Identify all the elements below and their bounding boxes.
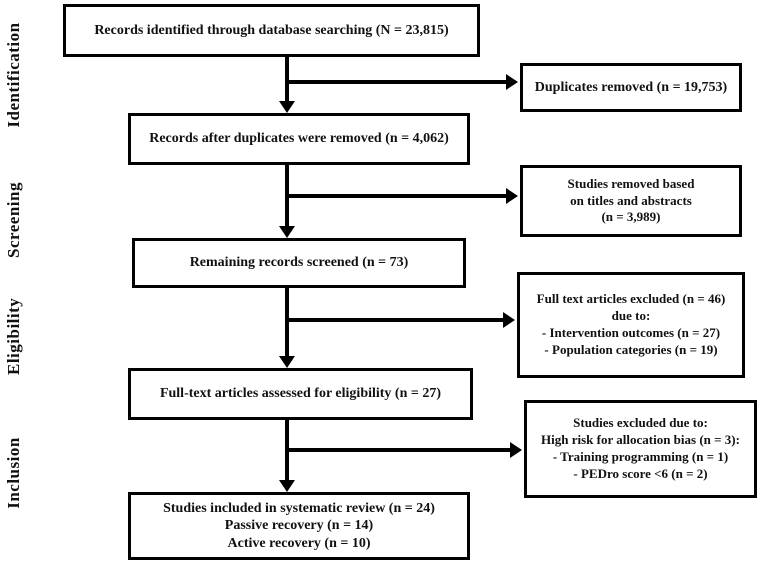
box-fulltext-excluded-line2: due to:: [611, 308, 651, 324]
arrow-line-to-duplicates: [285, 80, 506, 84]
box-duplicates-removed: Duplicates removed (n = 19,753): [520, 63, 742, 112]
box-records-after-duplicates-text: Records after duplicates were removed (n…: [149, 131, 449, 147]
stage-label-screening: Screening: [4, 182, 23, 258]
arrow-line-to-fulltext-excluded: [285, 318, 503, 322]
arrow-head-to-fulltext-excluded-icon: [503, 312, 515, 328]
arrow-head-after-duplicates-down-icon: [279, 226, 295, 238]
box-fulltext-excluded-line4: - Population categories (n = 19): [544, 341, 718, 357]
box-duplicates-removed-text: Duplicates removed (n = 19,753): [534, 79, 728, 95]
box-records-screened-text: Remaining records screened (n = 73): [189, 255, 409, 271]
arrow-head-to-duplicates-icon: [506, 74, 518, 90]
arrow-head-identified-down-icon: [279, 101, 295, 113]
stage-label-inclusion: Inclusion: [4, 437, 23, 509]
arrow-line-identified-down: [285, 57, 289, 102]
box-fulltext-excluded-line1: Full text articles excluded (n = 46): [536, 291, 726, 307]
arrow-line-to-titles-abstracts: [285, 194, 506, 198]
stage-label-eligibility: Eligibility: [4, 297, 23, 375]
box-studies-included-line3: Active recovery (n = 10): [227, 535, 371, 551]
box-records-identified: Records identified through database sear…: [63, 4, 480, 57]
box-titles-abstracts-line3: (n = 3,989): [601, 209, 661, 225]
box-titles-abstracts-line2: on titles and abstracts: [570, 192, 692, 208]
box-fulltext-excluded-line3: - Intervention outcomes (n = 27): [541, 325, 721, 340]
box-studies-included-line2: Passive recovery (n = 14): [224, 518, 374, 534]
box-records-identified-text: Records identified through database sear…: [94, 22, 449, 38]
arrow-head-to-titles-abstracts-icon: [506, 188, 518, 204]
arrow-line-to-studies-excluded: [285, 448, 510, 452]
box-fulltext-assessed: Full-text articles assessed for eligibil…: [128, 368, 473, 420]
arrow-head-assessed-down-icon: [279, 480, 295, 492]
box-fulltext-excluded: Full text articles excluded (n = 46) due…: [517, 272, 745, 378]
arrow-head-screened-down-icon: [279, 356, 295, 368]
box-titles-abstracts-line1: Studies removed based: [567, 175, 695, 191]
box-records-after-duplicates: Records after duplicates were removed (n…: [128, 113, 470, 165]
box-studies-excluded-line3: - Training programming (n = 1): [552, 449, 729, 464]
box-fulltext-assessed-text: Full-text articles assessed for eligibil…: [159, 386, 442, 402]
arrow-head-to-studies-excluded-icon: [510, 442, 522, 458]
box-studies-excluded-line2: High risk for allocation bias (n = 3):: [541, 432, 740, 448]
stage-label-identification: Identification: [4, 22, 23, 128]
box-studies-included-line1: Studies included in systematic review (n…: [163, 500, 435, 516]
box-titles-abstracts-removed: Studies removed based on titles and abst…: [520, 165, 742, 237]
box-records-screened: Remaining records screened (n = 73): [132, 238, 466, 288]
box-studies-excluded-line4: - PEDro score <6 (n = 2): [573, 465, 708, 481]
arrow-line-screened-down: [285, 288, 289, 357]
box-studies-included: Studies included in systematic review (n…: [128, 492, 470, 560]
box-studies-excluded: Studies excluded due to: High risk for a…: [524, 400, 757, 498]
box-studies-excluded-line1: Studies excluded due to:: [573, 415, 708, 431]
